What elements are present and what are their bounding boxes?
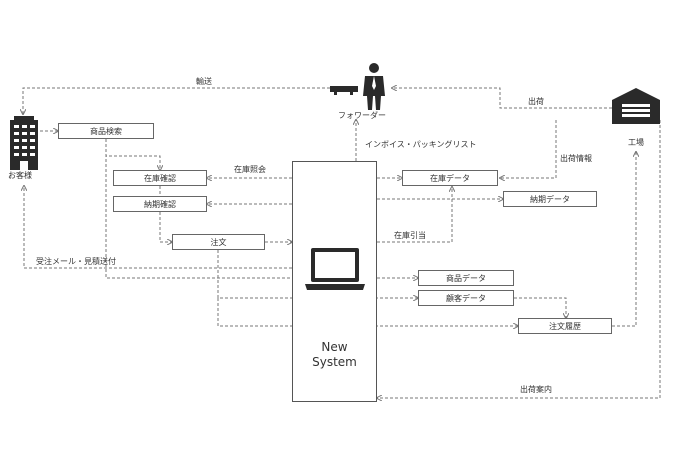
- factory-label: 工場: [628, 138, 644, 147]
- system-name: New System: [293, 340, 376, 370]
- product-search-box: 商品検索: [58, 123, 154, 139]
- edge-stock-allocation: [377, 187, 452, 243]
- building-icon: [8, 116, 40, 174]
- order-box: 注文: [172, 234, 265, 250]
- delivery-data-box: 納期データ: [503, 191, 597, 207]
- stock-data-box: 在庫データ: [402, 170, 498, 186]
- system-name-line1: New: [321, 340, 348, 354]
- label-shipment-info: 出荷情報: [560, 154, 592, 163]
- edge-history-factory: [612, 152, 636, 327]
- label-shipment: 出荷: [528, 97, 544, 106]
- edge-order-mail: [24, 186, 292, 269]
- edge-shipment-info: [500, 120, 557, 178]
- delivery-check-box: 納期確認: [113, 196, 207, 212]
- product-data-box: 商品データ: [418, 270, 514, 286]
- label-order-mail: 受注メール・見積送付: [36, 257, 116, 266]
- label-transport: 輸送: [196, 77, 212, 86]
- label-invoice-packing-list: インボイス・パッキングリスト: [365, 140, 477, 149]
- edge-shipment: [392, 88, 612, 109]
- edge-shipment-notice: [377, 120, 661, 398]
- system-name-line2: System: [312, 355, 357, 369]
- label-stock-allocation: 在庫引当: [394, 231, 426, 240]
- forwarder-label: フォワーダー: [338, 111, 386, 120]
- laptop-icon: [303, 246, 367, 296]
- label-stock-inquiry: 在庫照会: [234, 165, 266, 174]
- edge-transport: [23, 87, 335, 114]
- factory-icon: [612, 88, 660, 128]
- new-system-box: New System: [292, 161, 377, 402]
- stock-check-box: 在庫確認: [113, 170, 207, 186]
- order-history-box: 注文履歴: [518, 318, 612, 334]
- label-shipment-notice: 出荷案内: [520, 385, 552, 394]
- edge-customerdata-history: [514, 297, 566, 318]
- edge-order-history: [217, 298, 518, 326]
- edge-delivery-order: [159, 212, 172, 242]
- edge-search-stock: [105, 139, 160, 170]
- forwarder-person-icon: [330, 62, 392, 116]
- customer-data-box: 顧客データ: [418, 290, 514, 306]
- customer-label: お客様: [8, 171, 32, 180]
